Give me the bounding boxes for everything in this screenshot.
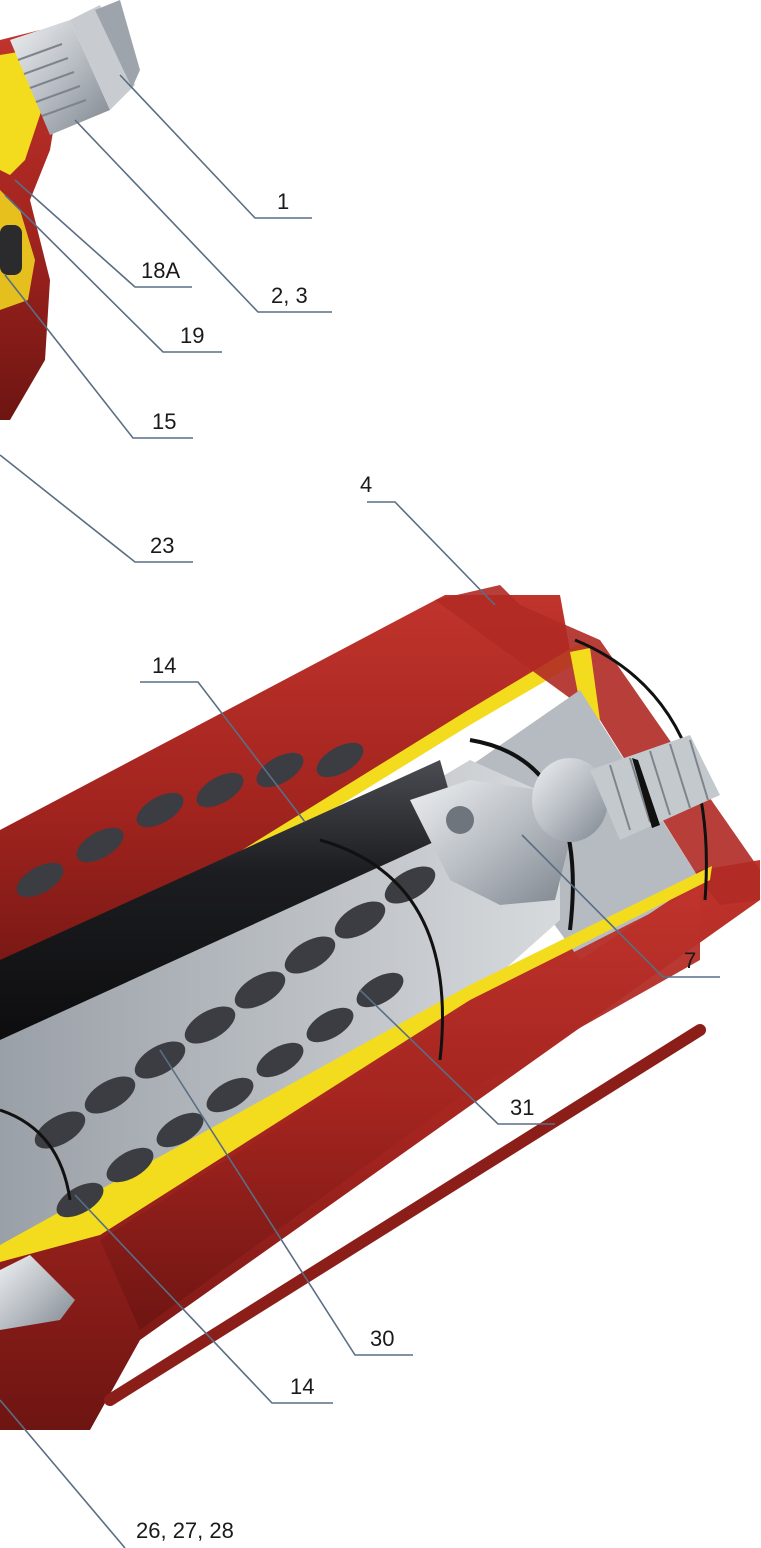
callout-19: 19 [180, 323, 204, 348]
leader-2-3 [74, 119, 332, 313]
callout-23: 23 [150, 533, 174, 558]
leader-26-27-28 [0, 1399, 126, 1548]
upper-fitting-assembly [0, 0, 140, 420]
leader-19 [4, 194, 222, 353]
o-ring-seal-14-bottom [0, 1108, 72, 1201]
leader-23 [0, 454, 193, 563]
leader-18a [14, 179, 192, 288]
callout-14-top: 14 [152, 653, 176, 678]
central-shaft [0, 760, 460, 1040]
callout-30: 30 [370, 1326, 394, 1351]
leader-1 [119, 74, 312, 219]
leader-14-top [140, 681, 306, 823]
pump-body-cutaway [0, 585, 760, 1430]
callout-4: 4 [360, 472, 372, 497]
callout-31: 31 [510, 1095, 534, 1120]
callout-7: 7 [684, 948, 696, 973]
callout-15: 15 [152, 409, 176, 434]
upper-dark-port [0, 225, 22, 275]
leader-31 [359, 989, 555, 1125]
leader-7 [521, 834, 720, 978]
leader-4 [367, 501, 496, 606]
callout-1: 1 [277, 189, 289, 214]
leader-lines [0, 74, 720, 1548]
lower-bracket-silver [0, 1255, 75, 1330]
end-cap-threaded-plug [532, 735, 720, 842]
housing-lower-skirt [100, 888, 700, 1330]
leader-15 [4, 274, 193, 439]
callout-labels: 1 2, 3 18A 19 15 23 4 14 7 31 30 14 26, … [136, 189, 696, 1543]
threaded-plug [10, 0, 140, 135]
leader-14-bottom [74, 1194, 333, 1404]
end-cap-yellow-cut [570, 648, 600, 730]
callout-14-bottom: 14 [290, 1374, 314, 1399]
callout-18a: 18A [141, 258, 180, 283]
callout-2-3: 2, 3 [271, 283, 308, 308]
screw-rotor [16, 742, 436, 1218]
cut-face-lower-yellow [0, 866, 712, 1262]
tie-rod-bottom [104, 1024, 706, 1406]
callout-26-27-28: 26, 27, 28 [136, 1518, 234, 1543]
bearing-carrier [410, 780, 570, 905]
o-ring-cap-right [574, 638, 708, 901]
o-ring-seal-14-top [319, 838, 444, 1061]
end-cap-red [435, 585, 760, 905]
leader-30 [159, 1049, 413, 1356]
